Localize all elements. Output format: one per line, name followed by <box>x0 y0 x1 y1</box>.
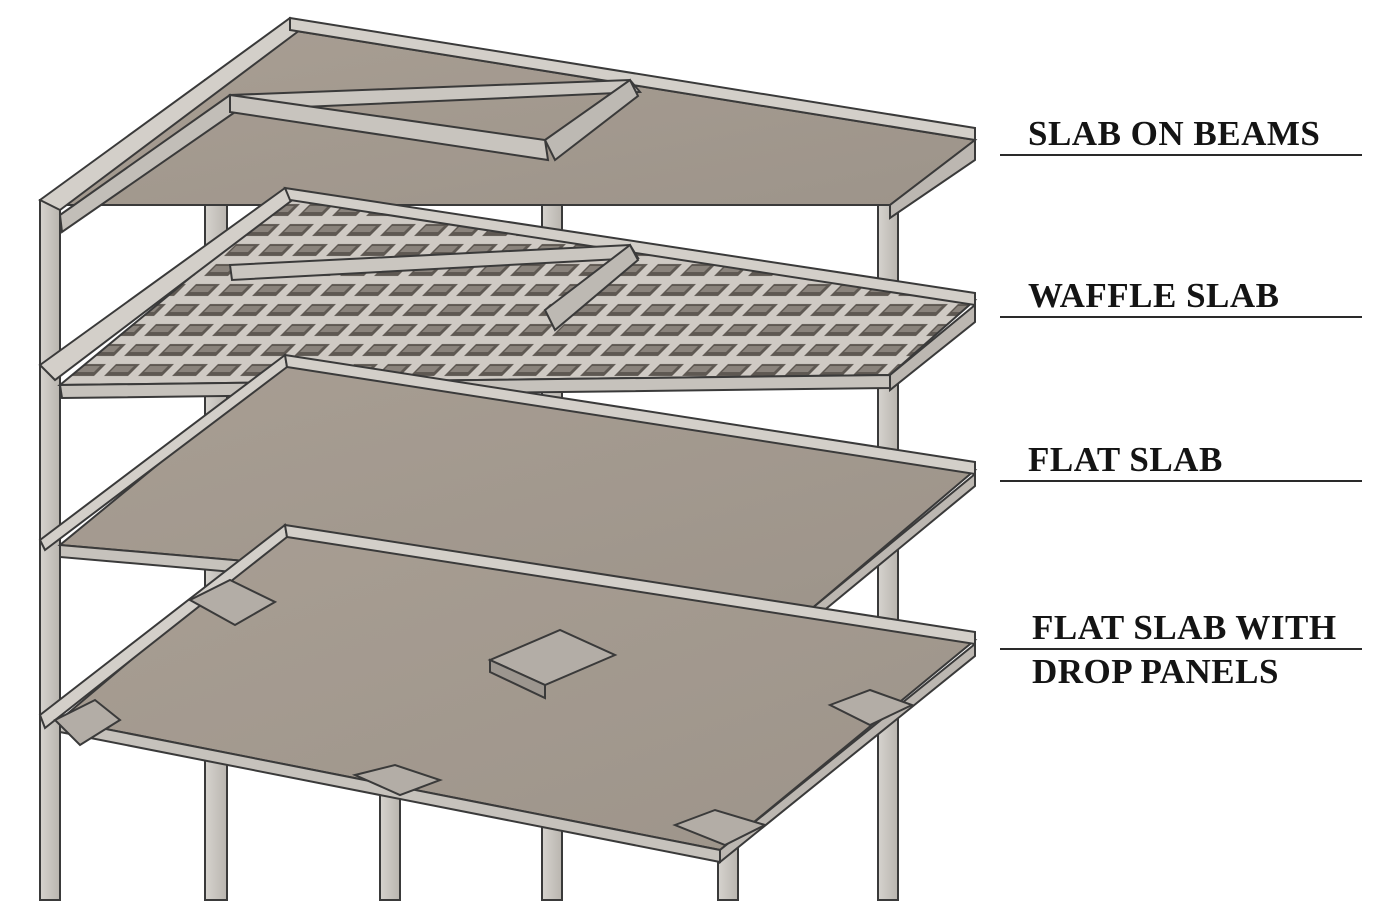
drop-panel <box>351 763 443 797</box>
label-slab-on-beams: SLAB ON BEAMS <box>1000 114 1362 156</box>
waffle-slab <box>38 186 978 400</box>
label-text: DROP PANELS <box>1032 652 1279 691</box>
drop-panel <box>53 698 122 747</box>
label-text: WAFFLE SLAB <box>1028 276 1280 315</box>
flat-slab-drop-panels <box>38 523 978 865</box>
label-text: FLAT SLAB <box>1028 440 1223 479</box>
label-waffle-slab: WAFFLE SLAB <box>1000 276 1362 318</box>
drop-panel <box>827 688 915 727</box>
drop-panel <box>672 808 768 847</box>
label-text: FLAT SLAB WITH <box>1032 608 1337 647</box>
label-text: SLAB ON BEAMS <box>1028 114 1321 153</box>
label-flat-slab: FLAT SLAB <box>1000 440 1362 482</box>
drop-panel <box>487 628 618 700</box>
label-flat-slab-drop-panels: FLAT SLAB WITH DROP PANELS <box>1000 608 1362 691</box>
slab-on-beams <box>38 16 978 234</box>
drop-panel <box>187 578 278 627</box>
